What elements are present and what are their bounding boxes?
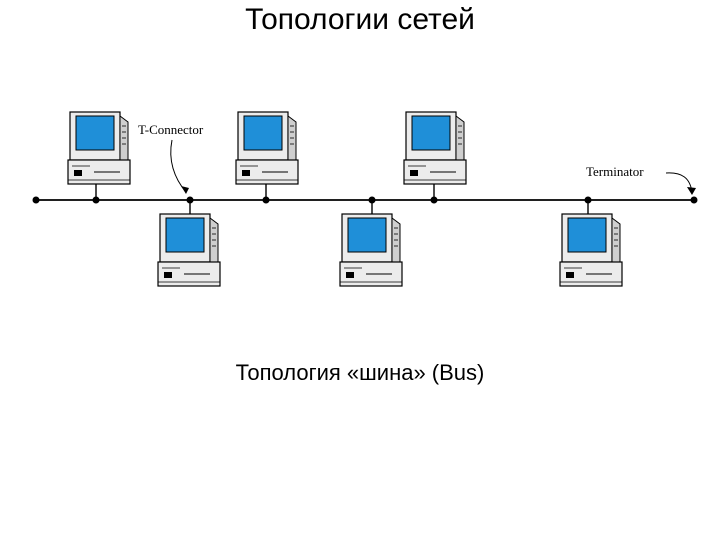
t-connector-label: T-Connector — [138, 122, 204, 137]
computer-icon — [235, 111, 299, 185]
t-connector-node — [186, 196, 194, 204]
t-connector-node — [430, 196, 438, 204]
t-connector-node — [368, 196, 376, 204]
computer-icon — [403, 111, 467, 185]
t-connector-node — [262, 196, 270, 204]
computer-icon — [157, 213, 221, 287]
terminator-arrow — [665, 172, 693, 193]
terminator-label: Terminator — [586, 164, 644, 179]
t-connector-arrow — [170, 139, 187, 193]
bus-topology-diagram: T-Connector Terminator — [32, 111, 698, 287]
computer-icon — [67, 111, 131, 185]
computer-icon — [339, 213, 403, 287]
t-connector-node — [584, 196, 592, 204]
slide-title: Топологии сетей — [245, 3, 475, 36]
bus-end-left — [32, 196, 40, 204]
bus-end-right — [690, 196, 698, 204]
computer-icon — [559, 213, 623, 287]
t-connector-node — [92, 196, 100, 204]
diagram-caption: Топология «шина» (Bus) — [235, 360, 485, 385]
